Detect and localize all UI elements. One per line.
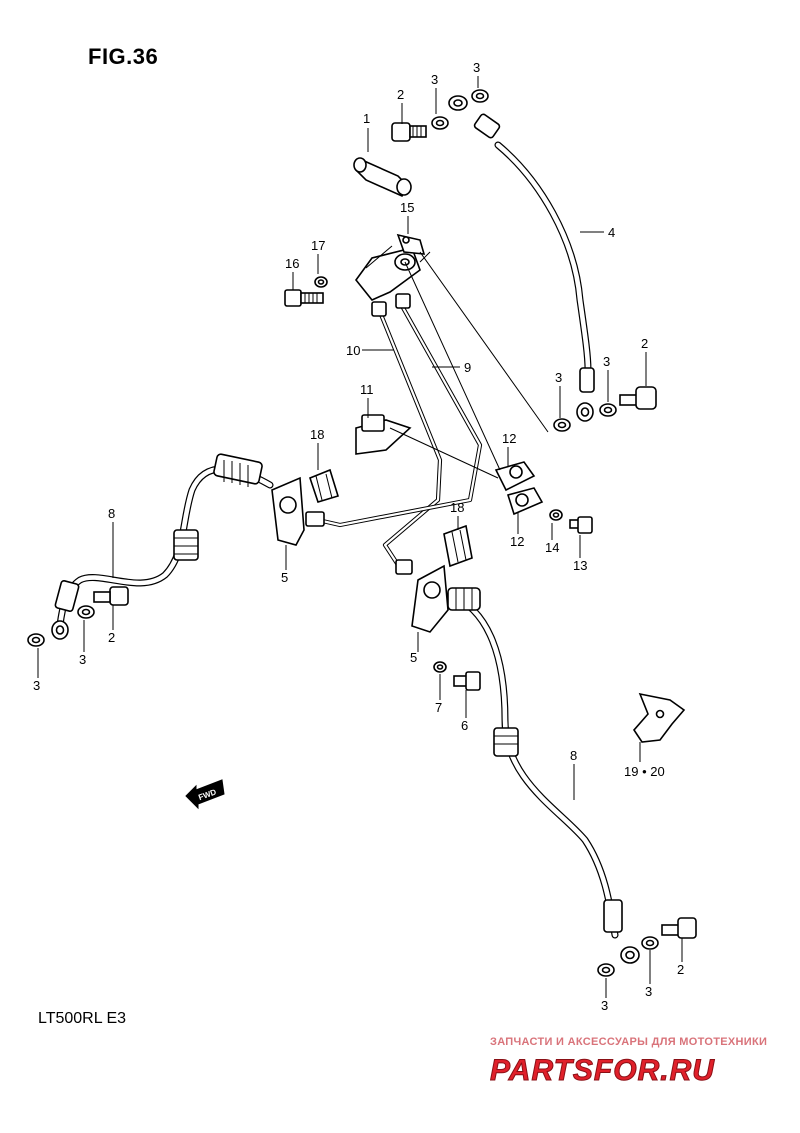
- union-bolt-2-left: [93, 586, 129, 606]
- callout-1: 1: [363, 111, 370, 126]
- callout-15: 15: [400, 200, 414, 215]
- union-bolt-2-upper-right: [619, 386, 657, 410]
- callout-13: 13: [573, 558, 587, 573]
- washer-3-upper-right-a: [599, 403, 617, 417]
- forward-direction-arrow-icon: FWD: [185, 779, 225, 810]
- callout-3: 3: [33, 678, 40, 693]
- brake-hose-4: [448, 95, 595, 422]
- hose-clip-18-right: [443, 524, 473, 568]
- watermark-tagline: ЗАПЧАСТИ И АКСЕССУАРЫ ДЛЯ МОТОТЕХНИКИ: [490, 1036, 768, 1048]
- pipe-clamp-12-lower: [506, 487, 544, 516]
- leader-lines: [37, 76, 683, 998]
- washer-3-top-a: [431, 116, 449, 130]
- union-bolt-2-top: [391, 122, 427, 142]
- union-fitting-1: [353, 157, 412, 198]
- washer-3-upper-right-b: [553, 418, 571, 432]
- callout-2: 2: [397, 87, 404, 102]
- callout-19-20: 19 • 20: [624, 764, 665, 779]
- callout-7: 7: [435, 700, 442, 715]
- callout-10: 10: [346, 343, 360, 358]
- brake-hose-8-left: [51, 453, 274, 640]
- callout-12: 12: [510, 534, 524, 549]
- washer-3-left-a: [77, 605, 95, 619]
- hose-clip-18-left: [309, 468, 340, 503]
- bracket-19-20: [632, 692, 686, 743]
- callout-18: 18: [310, 427, 324, 442]
- callout-3: 3: [603, 354, 610, 369]
- model-code: LT500RL E3: [38, 1010, 127, 1027]
- callout-12: 12: [502, 431, 516, 446]
- washer-3-right-b: [597, 963, 615, 977]
- hose-bracket-5-left: [271, 476, 305, 546]
- callout-4: 4: [608, 225, 615, 240]
- callout-18: 18: [450, 500, 464, 515]
- callout-14: 14: [545, 540, 559, 555]
- figure-title: FIG.36: [88, 44, 159, 69]
- bolt-13: [569, 516, 593, 534]
- pipe-clamp-12-upper: [494, 461, 536, 492]
- callout-3: 3: [645, 984, 652, 999]
- brake-pipe-10: [371, 301, 443, 575]
- callout-3: 3: [431, 72, 438, 87]
- callout-3: 3: [79, 652, 86, 667]
- washer-17: [314, 276, 328, 288]
- brake-pipe-9: [305, 293, 483, 528]
- watermark-logo-text: PARTSFOR.RU: [490, 1054, 715, 1086]
- pipe-clamp-11: [355, 414, 412, 455]
- callout-5: 5: [410, 650, 417, 665]
- callout-16: 16: [285, 256, 299, 271]
- callout-11: 11: [360, 382, 374, 397]
- callout-17: 17: [311, 238, 325, 253]
- callout-8: 8: [570, 748, 577, 763]
- callout-2: 2: [641, 336, 648, 351]
- callout-2: 2: [677, 962, 684, 977]
- callout-8: 8: [108, 506, 115, 521]
- three-way-joint: [354, 233, 426, 301]
- washer-14: [549, 509, 563, 521]
- watermark-logo: PARTSFOR.RU: [490, 1054, 715, 1087]
- callout-6: 6: [461, 718, 468, 733]
- callout-9: 9: [464, 360, 471, 375]
- callout-3: 3: [601, 998, 608, 1013]
- washer-3-right-a: [641, 936, 659, 950]
- callout-2: 2: [108, 630, 115, 645]
- bolt-6: [453, 671, 481, 691]
- callout-3: 3: [473, 60, 480, 75]
- washer-3-left-b: [27, 633, 45, 647]
- washer-7: [433, 661, 447, 673]
- bolt-16: [284, 289, 324, 307]
- hose-bracket-5-right: [411, 564, 449, 633]
- brake-hose-8-right: [446, 587, 640, 964]
- union-bolt-2-right: [661, 917, 697, 939]
- callout-3: 3: [555, 370, 562, 385]
- callout-5: 5: [281, 570, 288, 585]
- callout-numbers: 1 2 3 3 4 15 17 16 10 9 2 3 3 11 18 12 8…: [33, 60, 684, 1013]
- washer-3-top-b: [471, 89, 489, 103]
